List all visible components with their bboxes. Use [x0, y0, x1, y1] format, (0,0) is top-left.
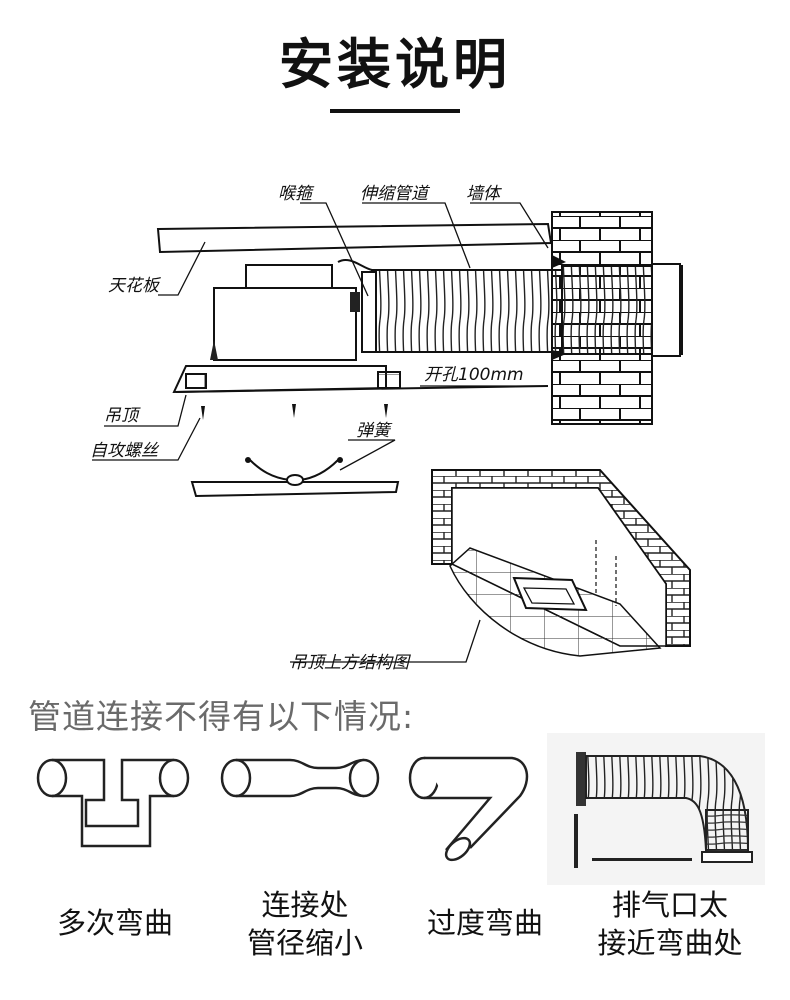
- title-underline: [330, 109, 460, 113]
- ceiling-board: [156, 222, 553, 254]
- narrowed-joint-icon: [220, 758, 380, 798]
- hole-size-label: 开孔100mm: [424, 365, 524, 385]
- fan-housing: [210, 259, 373, 361]
- grille-panel: [190, 457, 400, 498]
- warning-heading: 管道连接不得有以下情况:: [28, 697, 415, 736]
- caption-line: 多次弯曲: [56, 906, 173, 940]
- case-caption-multiple-bends: 多次弯曲: [20, 904, 210, 942]
- spring-label: 弹簧: [356, 421, 393, 441]
- caption-line: 接近弯曲处: [597, 926, 743, 960]
- flex-duct-label: 伸缩管道: [360, 184, 431, 204]
- case-caption-narrowed-joint: 连接处 管径缩小: [210, 886, 400, 962]
- ceiling-structure-label: 吊顶上方结构图: [290, 653, 411, 673]
- suspended-ceiling-label: 吊顶: [104, 406, 141, 426]
- page-title: 安装说明: [279, 33, 511, 96]
- caption-line: 过度弯曲: [426, 906, 543, 940]
- case-caption-outlet-near-bend: 排气口太 接近弯曲处: [570, 886, 770, 962]
- throat-hoop-label: 喉箍: [278, 184, 315, 204]
- multiple-bends-icon: [36, 758, 190, 848]
- caption-line: 连接处: [261, 888, 349, 922]
- caption-line: 管径缩小: [246, 926, 363, 960]
- outlet-near-bend-icon: [547, 733, 765, 885]
- ceiling-structure-drawing: [431, 469, 691, 657]
- screws-label: 自攻螺丝: [90, 441, 160, 461]
- ceiling-panel: [172, 365, 549, 394]
- leader-lines: [92, 202, 549, 663]
- wall-label: 墙体: [466, 184, 502, 204]
- ceiling-board-label: 天花板: [108, 276, 162, 296]
- case-caption-over-bend: 过度弯曲: [390, 904, 580, 942]
- flexible-duct: [361, 263, 683, 357]
- caption-line: 排气口太: [611, 888, 728, 922]
- self-tapping-screws: [201, 404, 388, 420]
- over-bend-icon: [408, 756, 529, 862]
